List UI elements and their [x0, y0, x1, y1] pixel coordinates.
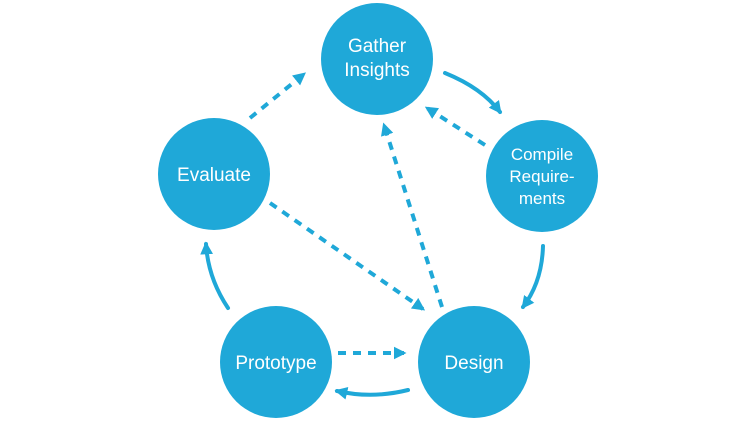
arrow-design-to-gather: [381, 122, 444, 308]
node-prototype: Prototype: [220, 306, 332, 418]
arrow-compile-to-gather: [424, 106, 487, 147]
node-label-compile-line-1: Compile: [511, 145, 573, 164]
node-label-compile-line-3: ments: [519, 189, 565, 208]
dashed-arrows: [248, 72, 487, 360]
node-label-evaluate: Evaluate: [177, 165, 251, 186]
node-label-gather-line-2: Insights: [344, 60, 409, 81]
node-compile-requirements: Compile Require- ments: [486, 120, 598, 232]
arrow-design-to-prototype: [334, 387, 410, 400]
node-label-gather-line-1: Gather: [348, 36, 407, 57]
node-label-compile-line-2: Require-: [509, 167, 574, 186]
arrow-gather-to-compile: [443, 71, 502, 115]
arrow-evaluate-to-design: [268, 201, 426, 311]
solid-arrows: [200, 71, 545, 400]
node-evaluate: Evaluate: [158, 118, 270, 230]
arrow-compile-to-design: [521, 244, 545, 310]
node-design: Design: [418, 306, 530, 418]
node-label-prototype: Prototype: [235, 353, 316, 374]
node-gather-insights: Gather Insights: [321, 3, 433, 115]
arrow-evaluate-to-gather: [248, 72, 306, 120]
arrow-prototype-to-evaluate: [200, 241, 230, 310]
node-label-design: Design: [444, 353, 503, 374]
